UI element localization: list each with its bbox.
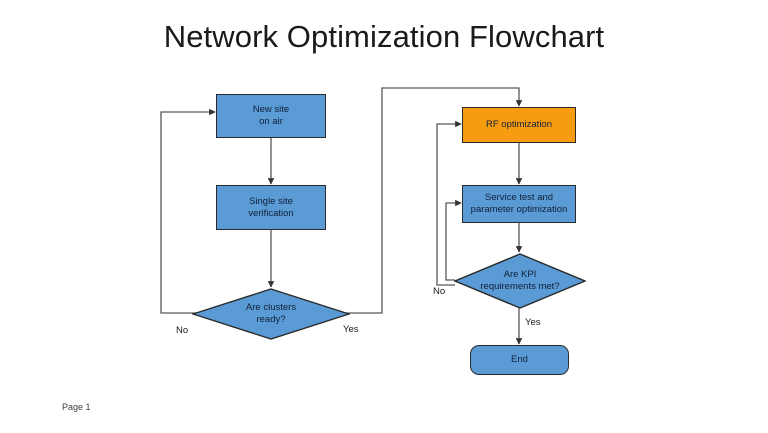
edge-label-kpi-yes: Yes	[525, 317, 541, 328]
diamond-shape	[192, 288, 350, 340]
node-are-clusters-ready[interactable]: Are clusters ready?	[192, 288, 350, 340]
page-number-footer: Page 1	[62, 402, 91, 412]
edge-label-kpi-no: No	[433, 286, 446, 297]
edge-label-clusters-no: No	[176, 325, 189, 336]
node-service-test-and-parameter-optimization[interactable]: Service test and parameter optimization	[462, 185, 576, 223]
node-label: End	[511, 354, 528, 365]
node-label: Are KPI requirements met?	[480, 269, 560, 292]
edge-clusters-no-loop	[160, 108, 216, 314]
node-single-site-verification[interactable]: Single site verification	[216, 185, 326, 230]
diamond-shape	[454, 253, 586, 309]
node-label: RF optimization	[486, 119, 552, 130]
edge-clusters-yes-to-rf	[336, 87, 523, 314]
node-end[interactable]: End	[470, 345, 569, 375]
node-label: Service test and parameter optimization	[470, 192, 568, 215]
node-new-site-on-air[interactable]: New site on air	[216, 94, 326, 138]
edge-kpi-no-to-servicetest	[445, 199, 462, 281]
node-label: New site on air	[252, 104, 290, 127]
edge-label-clusters-yes: Yes	[343, 324, 359, 335]
node-label: Single site verification	[248, 195, 294, 219]
edge-kpi-no-to-rf	[436, 120, 462, 286]
node-label: Are clusters ready?	[245, 302, 297, 325]
node-rf-optimization[interactable]: RF optimization	[462, 107, 576, 143]
node-are-kpi-requirements-met[interactable]: Are KPI requirements met?	[454, 253, 586, 309]
page-title: Network Optimization Flowchart	[163, 19, 605, 54]
